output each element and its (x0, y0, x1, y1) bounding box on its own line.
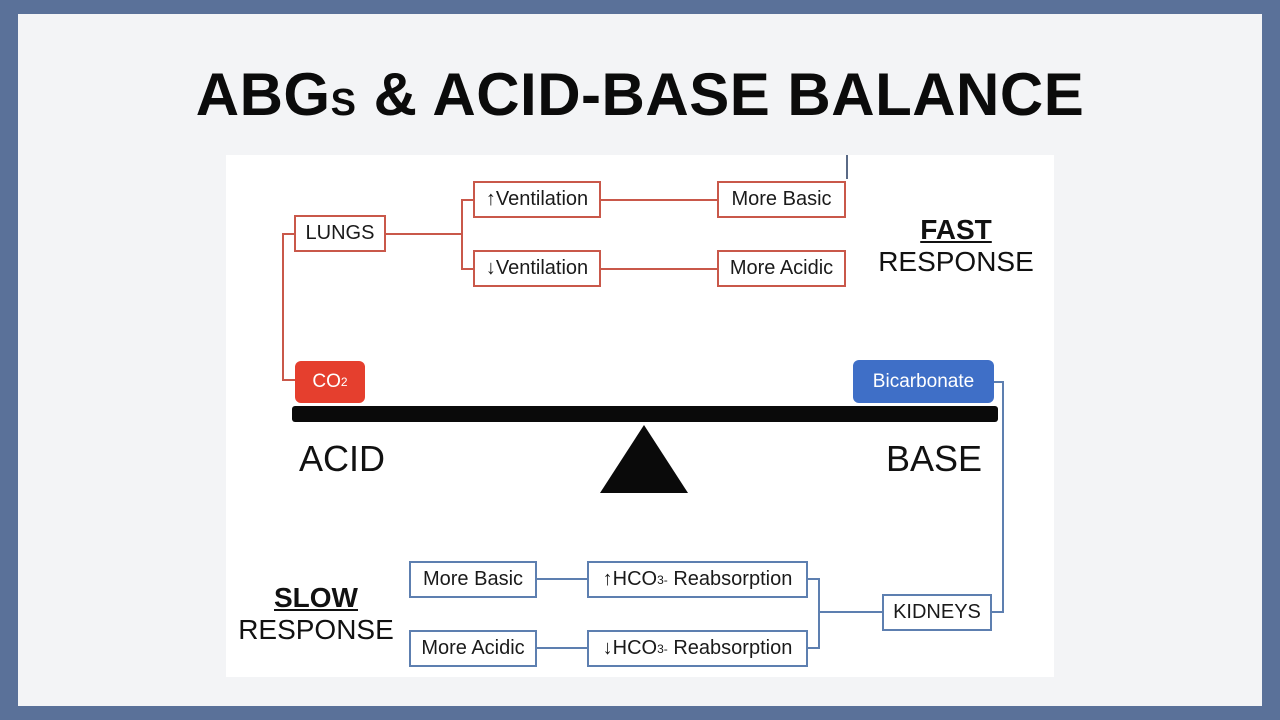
connector-down-result (601, 268, 717, 270)
fast-response-label: FAST RESPONSE (878, 214, 1034, 277)
connector-lungs-left (282, 233, 294, 235)
connector-up-ventilation (461, 199, 473, 201)
more-acidic-box-slow: More Acidic (409, 630, 537, 667)
more-acidic-box-fast: More Acidic (717, 250, 846, 287)
connector-reabsorption-branch (818, 578, 820, 648)
connector-kidneys-right (992, 611, 1004, 613)
down-ventilation-box: ↓Ventilation (473, 250, 601, 287)
connector-co2-left (282, 379, 296, 381)
connector-up-result (601, 199, 717, 201)
connector-bicarbonate-right (994, 381, 1004, 383)
connector-kidneys-left (820, 611, 882, 613)
balance-beam (292, 406, 998, 422)
more-basic-box-fast: More Basic (717, 181, 846, 218)
connector-kidneys-vertical (1002, 381, 1004, 613)
connector-up-reabsorption (808, 578, 820, 580)
slow-response-label: SLOW RESPONSE (238, 582, 394, 645)
up-ventilation-box: ↑Ventilation (473, 181, 601, 218)
connector-lungs-vertical (282, 233, 284, 381)
lungs-box: LUNGS (294, 215, 386, 252)
more-basic-box-slow: More Basic (409, 561, 537, 598)
connector-ventilation-branch (461, 199, 463, 269)
kidneys-box: KIDNEYS (882, 594, 992, 631)
connector-down-ventilation (461, 268, 473, 270)
connector-lungs-right (386, 233, 462, 235)
connector-down-slow-result (537, 647, 587, 649)
connector-up-slow-result (537, 578, 587, 580)
connector-down-reabsorption (808, 647, 820, 649)
page-title: ABGS & ACID-BASE BALANCE (195, 61, 1085, 128)
bicarbonate-badge: Bicarbonate (853, 360, 994, 403)
base-label: BASE (886, 438, 983, 479)
acid-label: ACID (299, 438, 386, 479)
fulcrum-triangle (600, 425, 688, 493)
panel-edge-mark (846, 155, 848, 179)
